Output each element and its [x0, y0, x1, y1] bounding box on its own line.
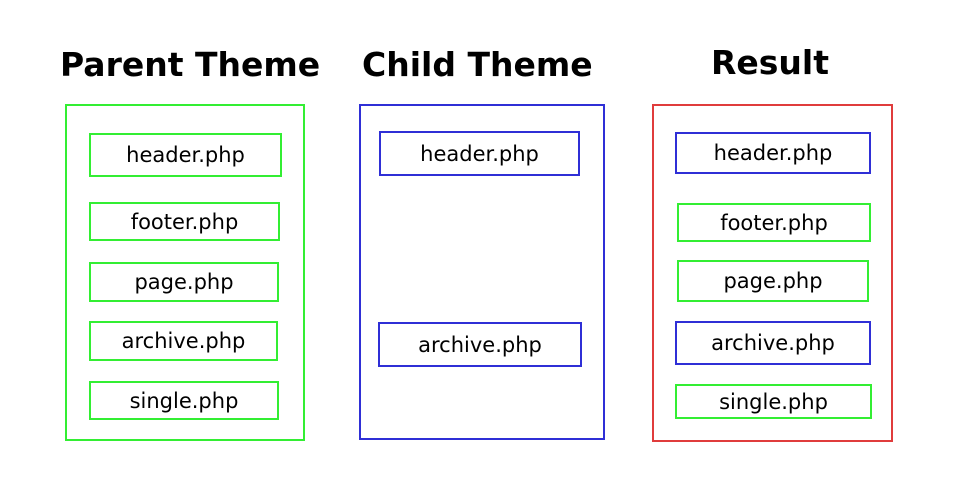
parent-file-header: header.php	[89, 133, 282, 177]
result-file-single: single.php	[675, 384, 872, 419]
parent-file-archive: archive.php	[89, 321, 278, 361]
child-file-header: header.php	[379, 131, 580, 176]
result-panel	[652, 104, 893, 442]
child-theme-panel	[359, 104, 605, 440]
parent-theme-title: Parent Theme	[60, 45, 321, 84]
result-file-archive: archive.php	[675, 321, 871, 365]
result-file-footer: footer.php	[677, 203, 871, 242]
parent-file-single: single.php	[89, 381, 279, 420]
result-file-page: page.php	[677, 260, 869, 302]
result-title: Result	[710, 43, 829, 82]
result-file-header: header.php	[675, 132, 871, 174]
child-file-archive: archive.php	[378, 322, 582, 367]
parent-file-page: page.php	[89, 262, 279, 302]
parent-file-footer: footer.php	[89, 202, 280, 241]
child-theme-title: Child Theme	[362, 45, 593, 84]
parent-theme-panel	[65, 104, 305, 441]
